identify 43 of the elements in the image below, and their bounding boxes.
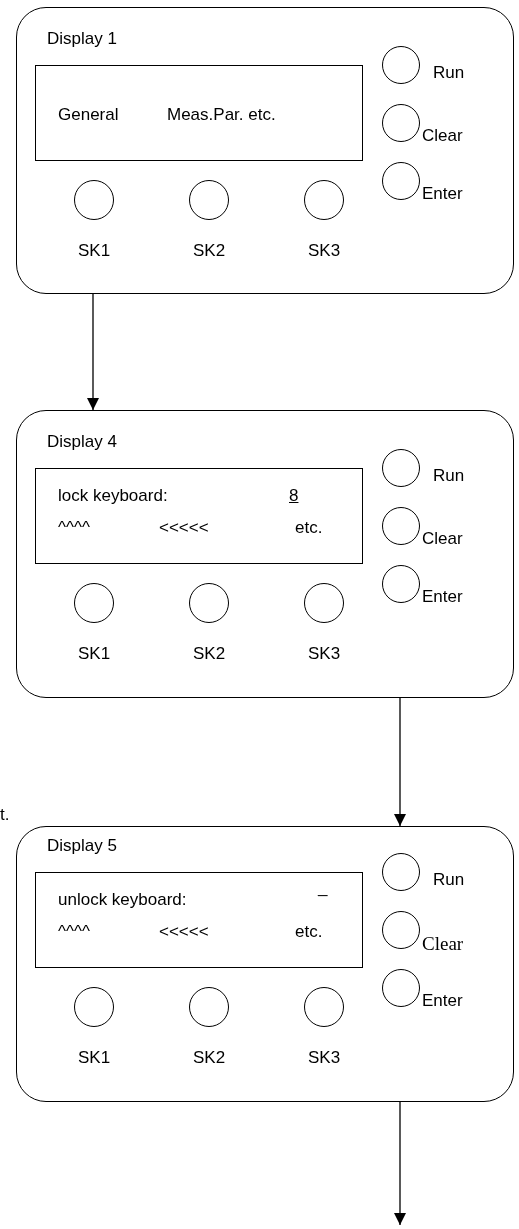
display-screen [35, 468, 363, 564]
key-label: SK3 [308, 1049, 341, 1066]
screen-text: <<<<< [159, 519, 209, 536]
key-label: SK3 [308, 645, 341, 662]
arrow [394, 697, 406, 827]
key-label: Run [433, 467, 465, 484]
arrow [394, 1101, 406, 1226]
key-label: Enter [422, 185, 463, 202]
screen-text: General [58, 106, 119, 123]
key-label: SK1 [78, 242, 111, 259]
key-label: SK1 [78, 645, 111, 662]
key-label: SK2 [193, 242, 226, 259]
device-panel [16, 7, 514, 294]
device-panel [16, 826, 514, 1102]
device-panel [16, 410, 514, 698]
screen-text: <<<<< [159, 923, 209, 940]
screen-text: etc. [295, 923, 323, 940]
key-label: SK2 [193, 1049, 226, 1066]
screen-text: _ [318, 879, 328, 896]
screen-text: ^^^^ [58, 519, 90, 536]
key-label: SK3 [308, 242, 341, 259]
screen-text: lock keyboard: [58, 487, 168, 504]
panel-title: Display 1 [47, 30, 117, 47]
screen-text: Meas.Par. etc. [167, 106, 276, 123]
key-label: Clear [422, 530, 463, 547]
arrow [87, 293, 99, 411]
panel-title: Display 5 [47, 837, 117, 854]
key-label: SK2 [193, 645, 226, 662]
screen-text: etc. [295, 519, 323, 536]
screen-text: ^^^^ [58, 923, 90, 940]
text-fragment: t. [0, 806, 10, 823]
key-label: Clear [422, 127, 463, 144]
display-screen [35, 65, 363, 161]
screen-text: 8 [289, 487, 299, 504]
key-label: Enter [422, 588, 463, 605]
key-label: SK1 [78, 1049, 111, 1066]
panel-title: Display 4 [47, 433, 117, 450]
display-screen [35, 872, 363, 968]
key-label: Enter [422, 992, 463, 1009]
key-label: Clear [422, 934, 464, 953]
key-label: Run [433, 871, 465, 888]
screen-text: unlock keyboard: [58, 891, 187, 908]
key-label: Run [433, 64, 465, 81]
